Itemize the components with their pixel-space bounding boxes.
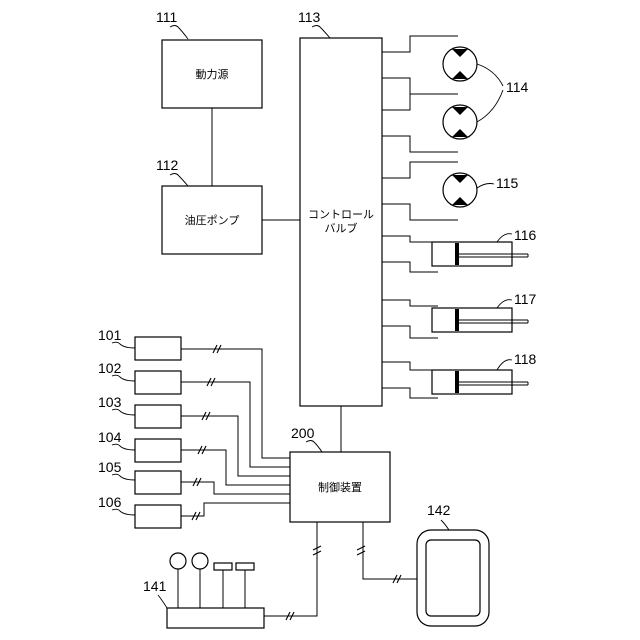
svg-text:105: 105 xyxy=(98,459,122,475)
leader-114 xyxy=(477,64,503,122)
sensor-104: 104 xyxy=(98,429,181,462)
leader-113 xyxy=(312,26,330,39)
hydraulic-motor-1 xyxy=(382,36,477,94)
leader-142 xyxy=(441,520,449,530)
signal-line-106 xyxy=(181,503,290,516)
controller-label: 制御装置 xyxy=(318,480,362,494)
leader-118 xyxy=(497,360,512,370)
ref-115: 115 xyxy=(496,175,519,191)
svg-text:101: 101 xyxy=(98,327,122,343)
ref-117: 117 xyxy=(514,291,537,307)
leader-200 xyxy=(306,441,322,453)
leader-111 xyxy=(170,26,188,40)
hydraulic-cylinder-117 xyxy=(382,300,528,338)
ref-112: 112 xyxy=(156,157,179,173)
ref-118: 118 xyxy=(514,351,537,367)
ref-113: 113 xyxy=(298,9,321,25)
hydraulic-motor-2 xyxy=(382,94,477,152)
control-valve-label-line2: バルブ xyxy=(325,221,358,235)
leader-141 xyxy=(158,595,167,608)
ref-142: 142 xyxy=(427,502,451,518)
signal-line-102 xyxy=(181,382,290,467)
svg-text:103: 103 xyxy=(98,394,122,410)
control-valve-label-line1: コントロール xyxy=(308,208,374,221)
ref-200: 200 xyxy=(291,425,315,441)
ref-116: 116 xyxy=(514,227,537,243)
sensor-103: 103 xyxy=(98,394,181,428)
sensor-105: 105 xyxy=(98,459,181,494)
leader-116 xyxy=(497,234,512,242)
hydraulic-pump-label: 油圧ポンプ xyxy=(185,213,240,227)
svg-text:104: 104 xyxy=(98,429,122,445)
svg-text:106: 106 xyxy=(98,494,122,510)
hydraulic-cylinder-118 xyxy=(382,362,528,398)
svg-text:102: 102 xyxy=(98,360,122,376)
leader-117 xyxy=(497,300,512,308)
signal-line-101 xyxy=(181,349,290,458)
operating-device xyxy=(167,553,264,628)
ref-141: 141 xyxy=(143,578,167,594)
power-source-label: 動力源 xyxy=(196,67,229,81)
hydraulic-cylinder-116 xyxy=(382,236,528,272)
display-terminal xyxy=(417,530,489,626)
signal-line-105 xyxy=(181,482,290,494)
controller-display-line xyxy=(363,522,417,579)
leader-115 xyxy=(477,184,494,189)
hydraulic-motor-3 xyxy=(382,162,477,220)
sensor-101: 101 xyxy=(98,327,181,360)
ref-111: 111 xyxy=(156,9,177,25)
controller-operating-line xyxy=(264,522,317,616)
sensor-102: 102 xyxy=(98,360,181,394)
sensor-106: 106 xyxy=(98,494,181,528)
leader-112 xyxy=(170,174,188,187)
ref-114: 114 xyxy=(506,79,529,95)
